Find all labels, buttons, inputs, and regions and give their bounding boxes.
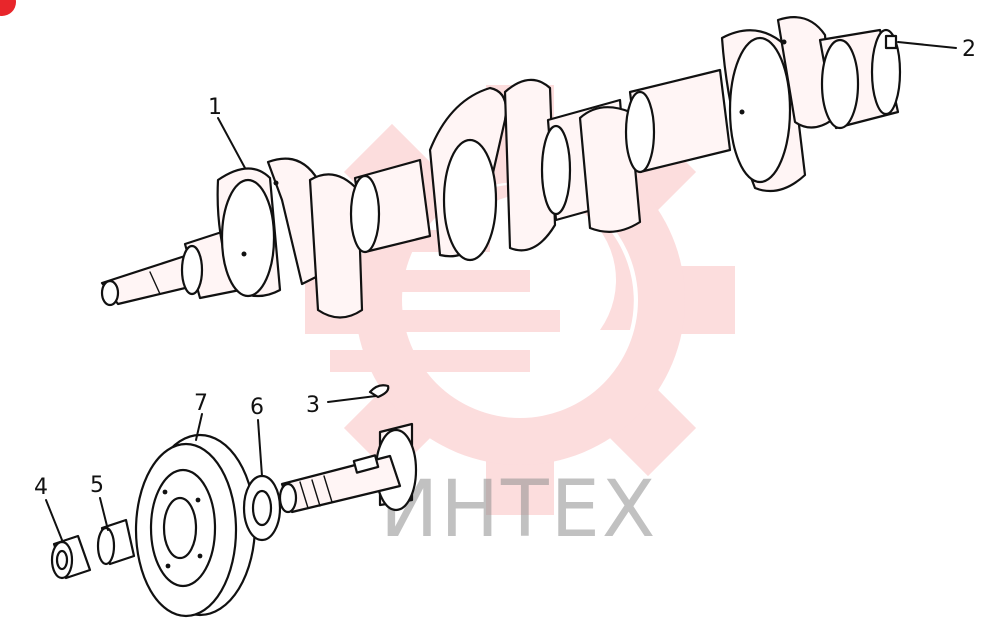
thrust-washer <box>242 474 282 542</box>
dowel-pin <box>884 34 898 50</box>
callout-1: 1 <box>208 95 222 120</box>
callout-2: 2 <box>962 37 976 62</box>
crankshaft <box>100 16 902 319</box>
crankshaft-front-end-detail <box>278 422 418 514</box>
callout-5: 5 <box>90 473 104 498</box>
callout-3: 3 <box>306 393 320 418</box>
pulley-nut <box>50 534 92 580</box>
watermark-text: ИНТЕХ <box>380 465 657 555</box>
callout-7: 7 <box>194 391 208 416</box>
callout-6: 6 <box>250 395 264 420</box>
woodruff-key <box>368 384 390 399</box>
corner-badge-icon <box>0 0 16 16</box>
spacer-collar <box>96 518 136 566</box>
crankshaft-pulley <box>134 433 257 618</box>
callout-leaders <box>45 41 957 541</box>
callout-4: 4 <box>34 475 48 500</box>
